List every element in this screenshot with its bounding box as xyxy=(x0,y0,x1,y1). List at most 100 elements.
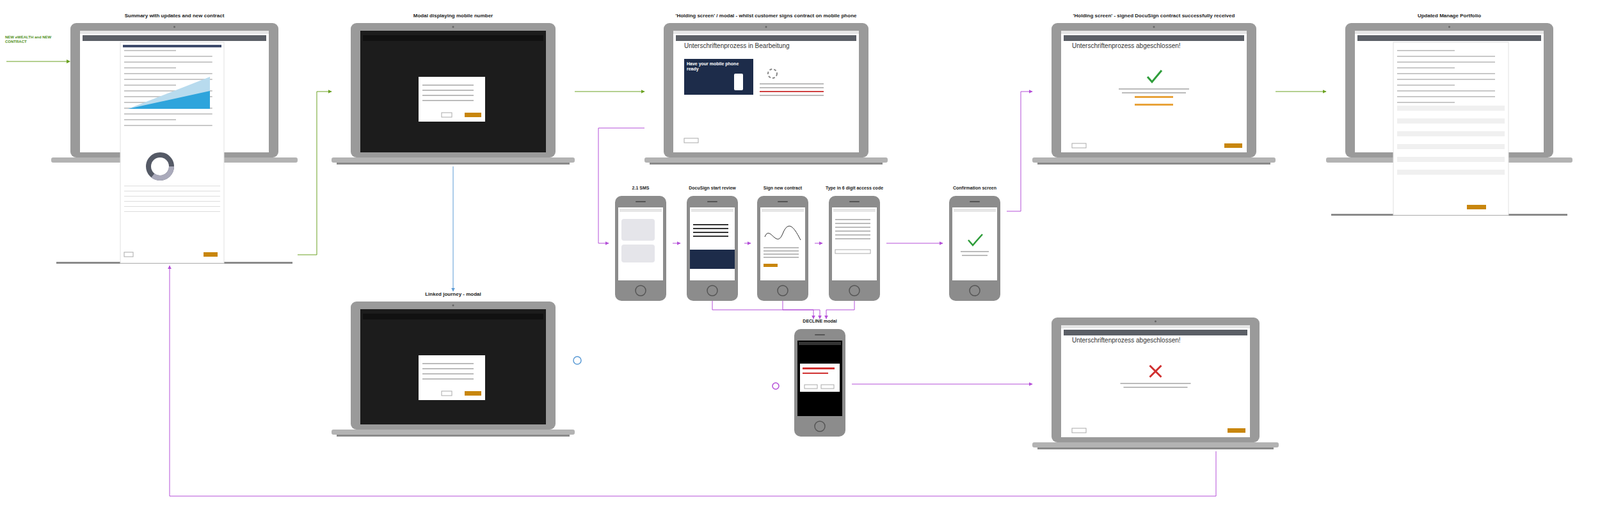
screen-title: Linked journey - modal xyxy=(331,291,575,297)
check-mark xyxy=(968,234,983,246)
device-drawing xyxy=(787,318,852,437)
text-line xyxy=(693,224,729,226)
device-drawing xyxy=(608,185,673,301)
table-row xyxy=(124,195,221,197)
device-drawing xyxy=(51,12,298,266)
screen-title: Summary with updates and new contract xyxy=(51,12,298,19)
flow-connector xyxy=(574,91,645,93)
phone-screen-node: 2.1 SMS xyxy=(608,185,673,301)
table-row xyxy=(1397,163,1505,169)
table-row xyxy=(124,211,221,212)
modal-box xyxy=(418,76,486,122)
note-label: NEW eWEALTH and NEW CONTRACT xyxy=(5,35,66,45)
device-drawing xyxy=(942,185,1007,301)
browser-bar xyxy=(80,30,269,34)
text-line xyxy=(763,250,799,252)
laptop-base xyxy=(1032,157,1276,163)
phone-body xyxy=(828,195,880,301)
chart-area-light xyxy=(128,76,210,109)
portfolio-button xyxy=(1466,204,1487,210)
screen-text: Unterschriftenprozess in Bearbeitung xyxy=(684,42,851,50)
laptop-bezel xyxy=(663,23,869,158)
screen xyxy=(360,309,546,425)
phone-screen xyxy=(689,207,735,281)
table-row xyxy=(1397,150,1505,156)
spinner xyxy=(768,69,777,79)
sign-button xyxy=(763,263,778,267)
content-row xyxy=(124,84,176,86)
text-line xyxy=(763,256,799,258)
laptop-base xyxy=(1326,157,1573,163)
continue-button xyxy=(1224,143,1243,148)
modal-text-line xyxy=(422,99,474,102)
content-row xyxy=(124,113,213,115)
text-line xyxy=(763,247,799,249)
flow-connector xyxy=(1006,91,1033,212)
table-row xyxy=(124,190,221,192)
decline-btn xyxy=(821,384,834,389)
browser-bar xyxy=(1061,30,1247,34)
flow-connector xyxy=(1275,91,1327,93)
content-row xyxy=(1397,55,1496,57)
text-line xyxy=(961,254,988,256)
continue-button xyxy=(1227,428,1246,433)
donut-part xyxy=(148,154,172,178)
content-row xyxy=(124,124,213,127)
note-arrow-line xyxy=(6,61,67,63)
screen-title: Updated Manage Portfolio xyxy=(1326,12,1573,19)
status-line xyxy=(1134,103,1174,106)
flow-connector xyxy=(672,243,681,244)
phone-body xyxy=(794,328,846,437)
table-row xyxy=(1397,118,1505,124)
screen-title: Sign new contract xyxy=(750,185,815,191)
modal-text-line xyxy=(422,373,474,375)
phone-screen-node: Sign new contract xyxy=(750,185,815,301)
screen-text: Have your mobile phone ready xyxy=(686,61,749,72)
phone-body xyxy=(615,195,667,301)
text-line xyxy=(759,94,824,96)
check-mark xyxy=(1147,70,1162,82)
flow-connector xyxy=(297,91,332,255)
camera xyxy=(1154,320,1157,323)
modal-text-line xyxy=(422,89,474,91)
device-drawing xyxy=(331,291,575,439)
screen-title: Confirmation screen xyxy=(942,185,1007,191)
phone-body xyxy=(686,195,738,301)
back-button xyxy=(1072,428,1087,433)
phone-speaker xyxy=(849,200,860,203)
device-drawing xyxy=(644,12,888,167)
app-header xyxy=(1357,35,1542,41)
browser-bar xyxy=(1354,30,1544,34)
camera xyxy=(765,26,768,29)
content-row xyxy=(1397,78,1496,80)
cancel-button xyxy=(684,138,699,143)
screen-title: 2.1 SMS xyxy=(608,185,673,191)
marker-circle xyxy=(772,382,779,390)
phone-urlbar xyxy=(619,208,662,212)
content-row xyxy=(1397,90,1496,92)
table-row xyxy=(1397,176,1505,182)
camera xyxy=(1153,26,1156,29)
content-row xyxy=(1397,49,1455,52)
sms-bubble xyxy=(621,218,655,241)
laptop-bezel xyxy=(1051,23,1257,158)
text-line xyxy=(693,227,729,230)
phone-banner xyxy=(684,58,754,95)
table-row xyxy=(124,185,221,187)
docusign-panel xyxy=(689,249,735,269)
cross-mark xyxy=(1150,365,1162,377)
phone-urlbar xyxy=(798,341,841,345)
laptop-base-edge xyxy=(649,162,883,165)
app-header xyxy=(1063,329,1248,336)
app-header xyxy=(675,35,857,41)
phone-urlbar xyxy=(691,208,734,212)
home-button xyxy=(635,285,646,296)
screen xyxy=(673,30,859,153)
table-row xyxy=(124,206,221,207)
content-row xyxy=(124,49,176,52)
flow-connector xyxy=(851,384,1033,385)
table-row xyxy=(1397,112,1505,118)
home-button xyxy=(814,421,825,432)
laptop-base-edge xyxy=(1037,447,1274,450)
text-line xyxy=(759,90,824,93)
